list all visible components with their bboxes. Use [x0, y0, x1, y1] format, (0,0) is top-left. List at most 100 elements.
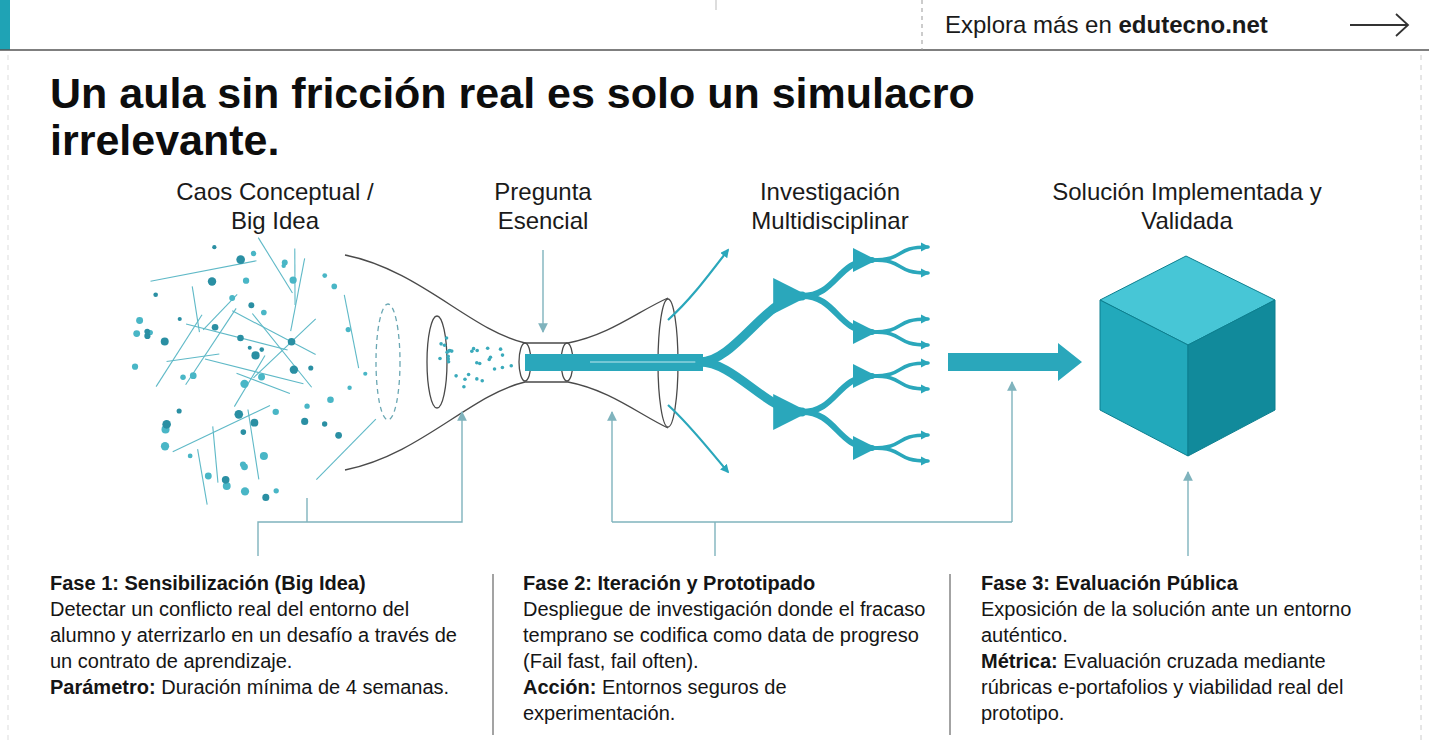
- chaos-dot: [241, 429, 247, 435]
- link-domain: edutecno.net: [1118, 11, 1267, 38]
- chaos-line: [316, 419, 375, 479]
- branch: [872, 448, 928, 461]
- chaos-line: [203, 294, 237, 330]
- chaos-dot: [144, 329, 150, 335]
- branch: [700, 296, 802, 362]
- page-edge: [8, 55, 9, 740]
- flow-dot: [499, 347, 503, 351]
- branch: [872, 260, 928, 273]
- flow-dot: [438, 357, 442, 361]
- illustration-part: [1188, 300, 1275, 456]
- flow-dot: [501, 353, 505, 357]
- phase-metric: Acción:Entornos seguros de experimentaci…: [523, 674, 933, 726]
- chaos-dot: [322, 273, 327, 278]
- chaos-dot: [212, 245, 216, 249]
- branch: [802, 376, 872, 412]
- flow-dot: [445, 336, 449, 340]
- chaos-dot: [241, 487, 249, 495]
- chaos-dot: [188, 454, 193, 459]
- chaos-dot: [229, 295, 235, 301]
- chaos-dot: [288, 338, 296, 346]
- chaos-dot: [132, 364, 138, 370]
- chaos-line: [156, 315, 202, 387]
- flow-dot: [486, 346, 490, 350]
- flow-dot: [467, 373, 471, 377]
- branch: [872, 376, 928, 389]
- metric-key: Parámetro:: [50, 676, 156, 698]
- chaos-line: [234, 355, 265, 406]
- chaos-dot: [251, 419, 259, 427]
- chaos-line: [232, 311, 315, 355]
- chaos-dot: [190, 372, 197, 379]
- chaos-dot: [331, 284, 337, 290]
- illustration-part: [306, 498, 307, 522]
- chaos-dot: [290, 366, 298, 374]
- chaos-dot: [248, 302, 254, 308]
- flow-dot: [443, 343, 447, 347]
- stage-heading: Caos Conceptual / Big Idea: [168, 177, 383, 235]
- branch: [872, 363, 928, 376]
- chaos-dot: [335, 432, 342, 439]
- chaos-dot: [251, 251, 256, 256]
- metric-value: Duración mínima de 4 semanas.: [161, 676, 449, 698]
- illustration-part: [1011, 382, 1012, 522]
- chaos-line: [248, 410, 259, 480]
- core-channel: [525, 354, 703, 371]
- chaos-dot: [274, 488, 279, 493]
- illustration-part: [258, 412, 462, 556]
- chaos-dot: [136, 317, 143, 324]
- illustration-part: [345, 382, 668, 470]
- branch: [700, 362, 802, 412]
- flow-dot: [493, 367, 497, 371]
- divider: [922, 0, 923, 50]
- branch: [872, 435, 928, 448]
- chaos-dot: [261, 310, 267, 316]
- illustration-part: [376, 304, 400, 420]
- phase-heading: Fase 1: Sensibilización (Big Idea): [50, 570, 475, 596]
- branch: [802, 260, 872, 296]
- chaos-dot: [289, 276, 296, 283]
- flow-dot: [470, 349, 474, 353]
- phase-metric: Parámetro:Duración mínima de 4 semanas.: [50, 674, 475, 700]
- chaos-dot: [212, 324, 219, 331]
- flow-dot: [454, 374, 458, 378]
- funnel-particles: [438, 336, 513, 388]
- chaos-line: [186, 324, 288, 350]
- chaos-line: [344, 295, 358, 368]
- phase-block: Fase 1: Sensibilización (Big Idea)Detect…: [50, 570, 475, 700]
- flow-dot: [439, 342, 443, 346]
- chaos-dot: [240, 462, 246, 468]
- chaos-dot: [236, 255, 245, 264]
- branch-tree: [700, 247, 928, 461]
- chaos-line: [213, 426, 218, 482]
- link-text: Explora más en: [945, 11, 1112, 38]
- illustration-part: [714, 522, 715, 556]
- chaos-dot: [222, 476, 230, 484]
- chaos-dot: [205, 473, 212, 480]
- chaos-dot: [180, 374, 186, 380]
- flow-dot: [509, 364, 513, 368]
- top-link: Explora más enedutecno.net: [945, 10, 1268, 40]
- chaos-dot: [259, 347, 264, 352]
- chaos-line: [253, 319, 315, 378]
- chaos-dot: [260, 452, 268, 460]
- illustration-part: [1187, 472, 1188, 556]
- chaos-dot: [322, 421, 327, 426]
- chaos-dot: [248, 346, 252, 350]
- chaos-dot: [178, 317, 182, 321]
- chaos-dot: [162, 420, 171, 429]
- phase-body: Exposición de la solución ante un entorn…: [981, 596, 1401, 648]
- chaos-line: [186, 308, 237, 384]
- flow-dot: [475, 377, 479, 381]
- chaos-dot: [363, 372, 367, 376]
- stage-heading: Pregunta Esencial: [468, 177, 618, 235]
- chaos-dot: [281, 264, 285, 268]
- flow-dot: [501, 366, 505, 370]
- chaos-dot: [153, 292, 158, 297]
- illustration-part: [611, 412, 612, 522]
- accent-block: [0, 0, 10, 50]
- flow-dot: [446, 357, 450, 361]
- page-edge: [1421, 55, 1422, 740]
- illustration-part: [427, 316, 447, 408]
- flow-dot: [462, 385, 466, 389]
